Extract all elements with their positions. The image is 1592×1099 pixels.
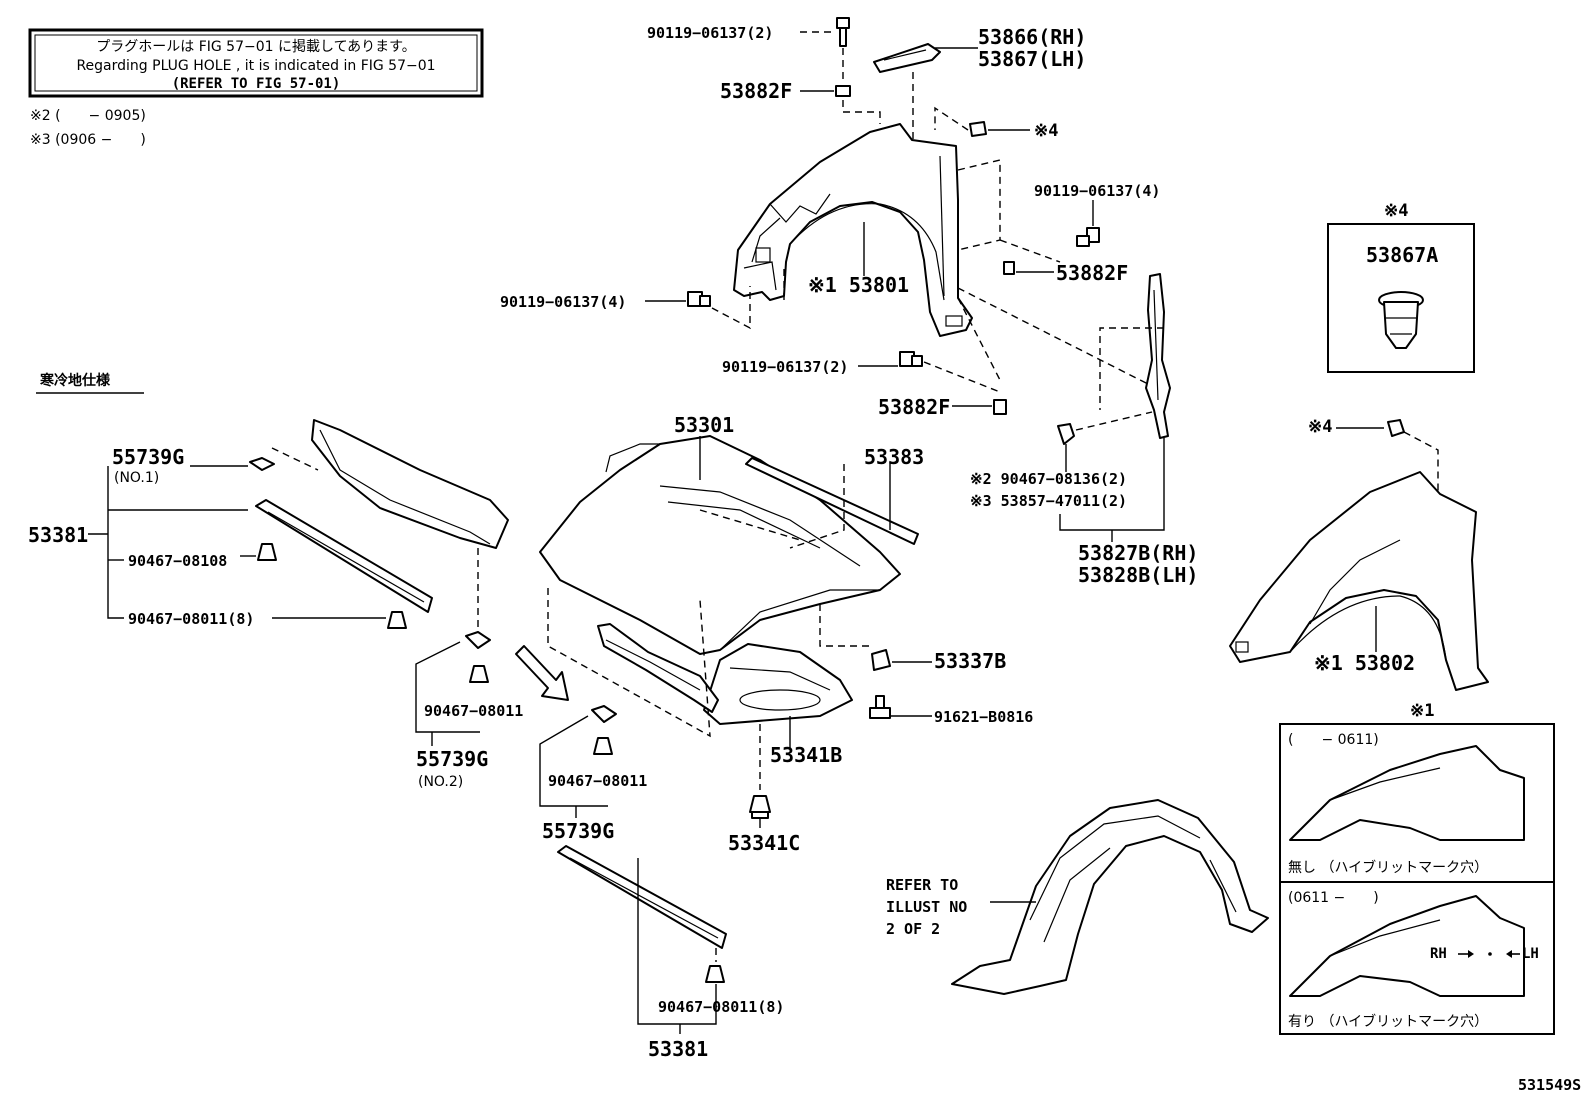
direction-arrow — [515, 645, 569, 701]
label-91621-b0816: 91621−B0816 — [934, 708, 1033, 726]
label-illust-no: ILLUST NO — [886, 898, 967, 916]
label-90119-06137-4-right: 90119−06137(4) — [1034, 182, 1160, 200]
detail-1-top-fender — [1289, 745, 1525, 841]
label-53827b: 53827B(RH) — [1078, 541, 1198, 565]
hood-inner-frame — [597, 623, 719, 713]
label-53882f-mid: 53882F — [878, 395, 950, 419]
label-53801: ※1 53801 — [808, 273, 909, 297]
hood-53301 — [539, 435, 901, 655]
nut-53882f-top — [835, 85, 851, 97]
date-note-3: ※3 (0906 − ) — [30, 132, 146, 148]
clip-55739g-no2 — [465, 631, 491, 649]
label-53341b: 53341B — [770, 743, 842, 767]
hybrid-mark-hole — [1488, 952, 1492, 956]
label-53828b: 53828B(LH) — [1078, 563, 1198, 587]
label-90467-08011-8-bottom: 90467−08011(8) — [658, 998, 784, 1016]
note-line-jp: プラグホールは FIG 57−01 に掲載してあります。 — [96, 39, 416, 55]
weatherstrip-53381-left — [255, 499, 433, 613]
hood-insulator-53341b — [703, 643, 853, 725]
bolt-90119-mid — [899, 351, 923, 367]
detail-1-bottom-fender — [1289, 895, 1525, 997]
weatherstrip-53381-bottom — [557, 845, 727, 949]
detail-1-top-range: ( − 0611) — [1288, 732, 1379, 748]
front-fender-53801 — [733, 123, 973, 337]
label-refer-to: REFER TO — [886, 876, 958, 894]
figure-code: 531549S — [1518, 1076, 1581, 1094]
label-53882f-top: 53882F — [720, 79, 792, 103]
detail-4-title: ※4 — [1384, 201, 1408, 221]
clip-90467-08136 — [1057, 423, 1075, 445]
bolt-90119-right — [1076, 227, 1100, 247]
detail-1-bottom-range: (0611 − ) — [1288, 890, 1379, 906]
cold-region-spec-label: 寒冷地仕様 — [40, 372, 111, 389]
label-53337b: 53337B — [934, 649, 1006, 673]
label-2-of-2: 2 OF 2 — [886, 920, 940, 938]
label-clip-ref-4-mid: ※4 — [1308, 417, 1332, 437]
clip-top — [969, 121, 987, 137]
label-53383: 53383 — [864, 445, 924, 469]
bolt-91621 — [869, 695, 891, 719]
hood-bumper-53337b — [871, 649, 891, 671]
label-53857-47011: ※3 53857−47011(2) — [970, 492, 1127, 510]
label-53866: 53866(RH) — [978, 25, 1086, 49]
label-90119-06137-2-mid: 90119−06137(2) — [722, 358, 848, 376]
bolt-90119-top — [836, 17, 850, 47]
clip-90467-08011-a — [469, 665, 489, 683]
bolt-90119-left — [687, 291, 711, 307]
detail-1-title: ※1 — [1410, 701, 1434, 721]
clip-90467-08011-b — [593, 737, 613, 755]
nut-53882f-right — [1003, 261, 1015, 275]
label-90467-08136: ※2 90467−08136(2) — [970, 470, 1127, 488]
clip-right-fender — [1387, 419, 1405, 437]
detail-1-rh: RH — [1430, 946, 1447, 962]
label-90119-06137-2-top: 90119−06137(2) — [647, 24, 773, 42]
label-53381-left: 53381 — [28, 523, 88, 547]
fender-seal-53827b — [1145, 273, 1171, 439]
label-53867: 53867(LH) — [978, 47, 1086, 71]
hood-seal-53383 — [745, 457, 919, 545]
clip-53341c — [749, 795, 771, 819]
note-line-refer: (REFER TO FIG 57-01) — [172, 76, 341, 92]
label-53802: ※1 53802 — [1314, 651, 1415, 675]
label-55739g-no1: 55739G — [112, 445, 184, 469]
label-90467-08108: 90467−08108 — [128, 552, 227, 570]
fender-liner — [951, 799, 1269, 995]
clip-55739g-3 — [591, 705, 617, 723]
cold-region-panel — [311, 419, 509, 549]
label-90467-08011-a: 90467−08011 — [424, 702, 523, 720]
clip-53867a — [1378, 291, 1424, 349]
note-box: プラグホールは FIG 57−01 に掲載してあります。 Regarding P… — [28, 28, 484, 98]
date-note-2: ※2 ( − 0905) — [30, 108, 146, 124]
clip-90467-08011-left — [387, 611, 407, 629]
detail-4-part-number: 53867A — [1366, 243, 1438, 267]
detail-1-bottom-caption: 有り （ハイブリットマーク穴） — [1288, 1013, 1488, 1030]
label-55739g-no2: 55739G — [416, 747, 488, 771]
label-clip-ref-4-top: ※4 — [1034, 121, 1058, 141]
note-line-en: Regarding PLUG HOLE , it is indicated in… — [76, 58, 435, 74]
front-fender-53802 — [1229, 471, 1489, 691]
label-90467-08011-8-left: 90467−08011(8) — [128, 610, 254, 628]
clip-90467-08108 — [257, 543, 277, 561]
label-90119-06137-4-left: 90119−06137(4) — [500, 293, 626, 311]
label-90467-08011-b: 90467−08011 — [548, 772, 647, 790]
label-53301: 53301 — [674, 413, 734, 437]
label-53882f-right: 53882F — [1056, 261, 1128, 285]
clip-55739g-no1 — [249, 457, 275, 471]
label-55739g-3: 55739G — [542, 819, 614, 843]
label-53381-bottom: 53381 — [648, 1037, 708, 1061]
detail-1-lh: LH — [1522, 946, 1539, 962]
label-no2: (NO.2) — [418, 774, 463, 790]
label-no1: (NO.1) — [114, 470, 159, 486]
detail-1-top-caption: 無し （ハイブリットマーク穴） — [1288, 859, 1488, 876]
label-53341c: 53341C — [728, 831, 800, 855]
clip-90467-08011-bottom — [705, 965, 725, 983]
nut-53882f-mid — [993, 399, 1007, 415]
fender-bracket-53866 — [873, 43, 941, 73]
